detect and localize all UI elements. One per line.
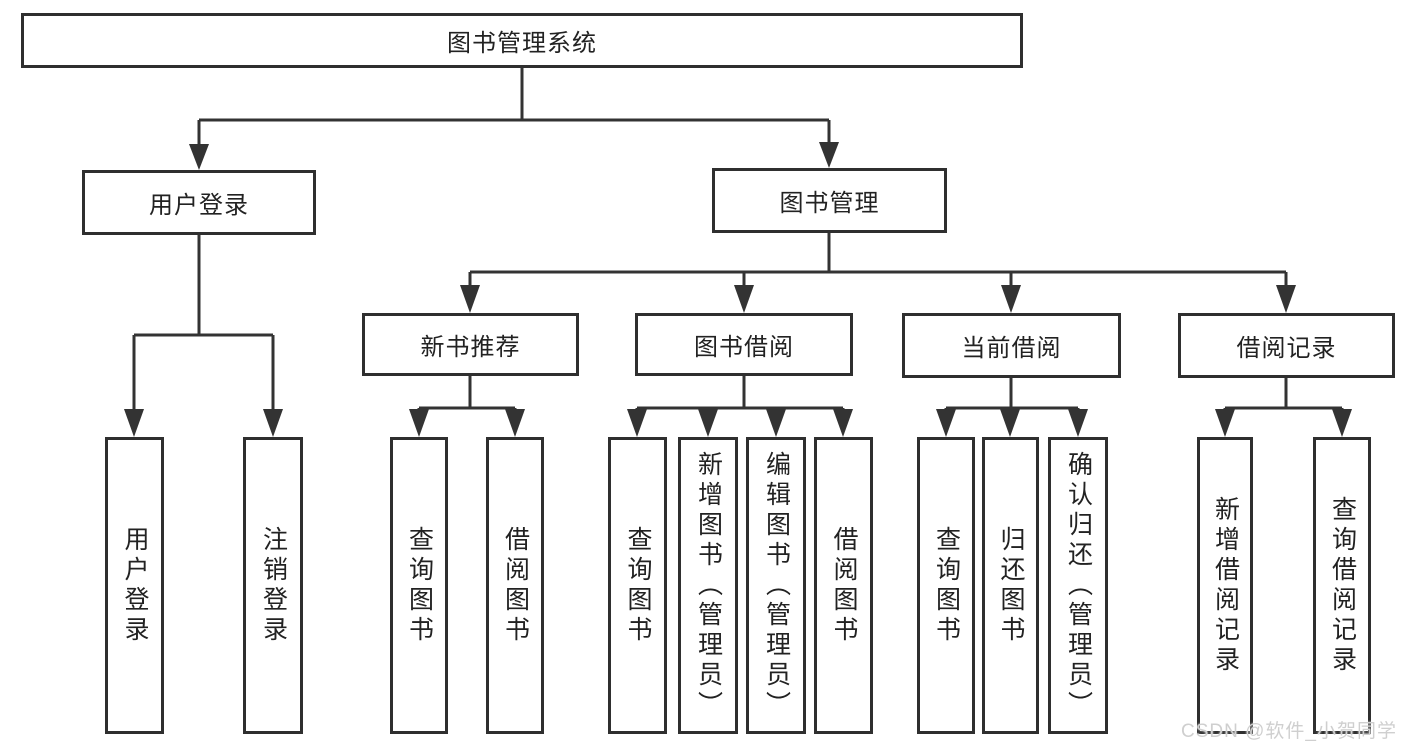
node-label: 注销登录 bbox=[259, 525, 288, 646]
node-label: 新书推荐 bbox=[420, 334, 521, 361]
leaf-logout: 注销登录 bbox=[243, 437, 303, 734]
node-new-book-recommendation: 新书推荐 bbox=[362, 313, 579, 376]
node-label: 查询借阅记录 bbox=[1328, 495, 1357, 676]
node-label: 查询图书 bbox=[624, 525, 652, 646]
node-label: 借阅记录 bbox=[1236, 335, 1337, 362]
edge-new-book-to-leaves bbox=[409, 376, 525, 437]
edge-current-borrow-to-leaves bbox=[936, 378, 1088, 437]
node-label: 归还图书 bbox=[997, 525, 1025, 646]
leaf-query-books: 查询图书 bbox=[390, 437, 448, 734]
node-borrowing-records: 借阅记录 bbox=[1178, 313, 1395, 378]
leaf-add-books-admin: 新增图书（管理员） bbox=[678, 437, 738, 734]
node-label: 借阅图书 bbox=[830, 525, 858, 646]
edge-book-borrow-to-leaves bbox=[627, 376, 853, 437]
node-label: 新增借阅记录 bbox=[1211, 495, 1240, 676]
leaf-add-borrow-record: 新增借阅记录 bbox=[1197, 437, 1253, 734]
node-library-management-system: 图书管理系统 bbox=[21, 13, 1023, 68]
node-label: 当前借阅 bbox=[961, 335, 1062, 362]
node-label: 查询图书 bbox=[932, 525, 961, 646]
leaf-edit-books-admin: 编辑图书（管理员） bbox=[746, 437, 806, 734]
leaf-return-books: 归还图书 bbox=[982, 437, 1039, 734]
edge-root-to-level2 bbox=[189, 68, 839, 170]
leaf-borrow-books: 借阅图书 bbox=[486, 437, 544, 734]
node-label: 用户登录 bbox=[121, 525, 149, 646]
node-label: 图书管理 bbox=[779, 190, 880, 217]
leaf-query-books: 查询图书 bbox=[917, 437, 975, 734]
node-label: 图书借阅 bbox=[694, 334, 794, 361]
node-label: 用户登录 bbox=[149, 192, 249, 219]
edge-borrow-record-to-leaves bbox=[1215, 378, 1352, 437]
node-label: 借阅图书 bbox=[501, 525, 530, 646]
node-label: 编辑图书（管理员） bbox=[762, 450, 791, 721]
leaf-user-login: 用户登录 bbox=[105, 437, 164, 734]
edge-book-mgmt-to-level3 bbox=[460, 233, 1296, 313]
edge-user-login-to-leaves bbox=[124, 235, 283, 437]
csdn-watermark: CSDN @软件_小贺同学 bbox=[1181, 721, 1397, 742]
node-label: 图书管理系统 bbox=[447, 30, 597, 57]
leaf-borrow-books: 借阅图书 bbox=[814, 437, 873, 734]
leaf-query-books: 查询图书 bbox=[608, 437, 667, 734]
node-label: 确认归还（管理员） bbox=[1064, 450, 1093, 721]
leaf-query-borrow-record: 查询借阅记录 bbox=[1313, 437, 1371, 734]
leaf-confirm-return-admin: 确认归还（管理员） bbox=[1048, 437, 1108, 734]
node-label: 新增图书（管理员） bbox=[694, 450, 723, 721]
node-user-login: 用户登录 bbox=[82, 170, 316, 235]
node-book-borrowing: 图书借阅 bbox=[635, 313, 853, 376]
node-book-management: 图书管理 bbox=[712, 168, 947, 233]
node-current-borrowing: 当前借阅 bbox=[902, 313, 1121, 378]
node-label: 查询图书 bbox=[405, 525, 434, 646]
